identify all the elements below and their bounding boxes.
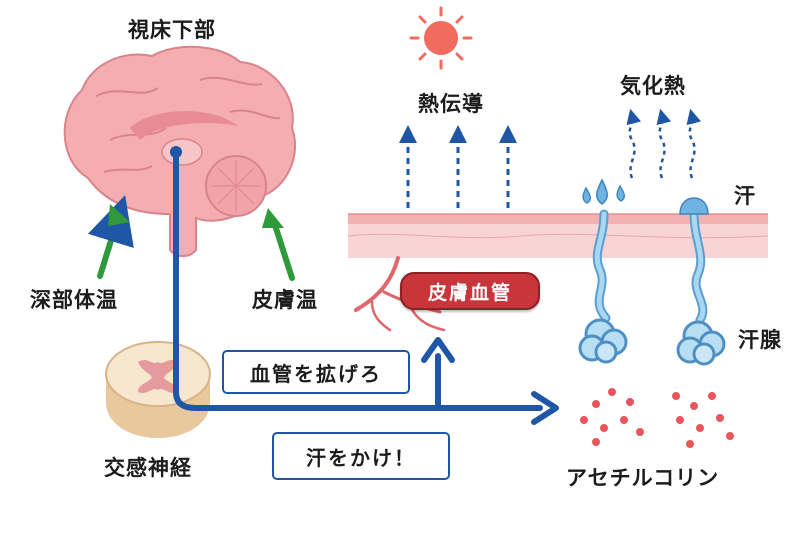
acetylcholine-dots — [580, 388, 734, 448]
skin-layer-icon — [347, 213, 769, 258]
label-evaporation: 気化熱 — [620, 74, 686, 98]
command-sweat: 汗をかけ！ — [272, 432, 450, 480]
sweat-droplet-icon — [582, 178, 709, 215]
label-sympathetic: 交感神経 — [104, 456, 192, 480]
label-sweat: 汗 — [734, 184, 756, 208]
sun-icon — [409, 6, 473, 70]
command-dilate-vessels: 血管を拡げろ — [222, 350, 410, 394]
badge-skin-vessel: 皮膚血管 — [400, 272, 540, 310]
sweat-gland-icon — [676, 209, 726, 366]
label-hypothalamus: 視床下部 — [128, 18, 216, 42]
label-skin-temp: 皮膚温 — [252, 288, 318, 312]
spinal-cord-icon — [105, 341, 211, 438]
label-sweat-gland: 汗腺 — [738, 328, 782, 352]
label-acetylcholine: アセチルコリン — [566, 466, 720, 490]
sweat-gland-icon — [578, 209, 628, 364]
label-core-temp: 深部体温 — [30, 288, 118, 312]
label-heat-conduction: 熱伝導 — [418, 92, 484, 116]
